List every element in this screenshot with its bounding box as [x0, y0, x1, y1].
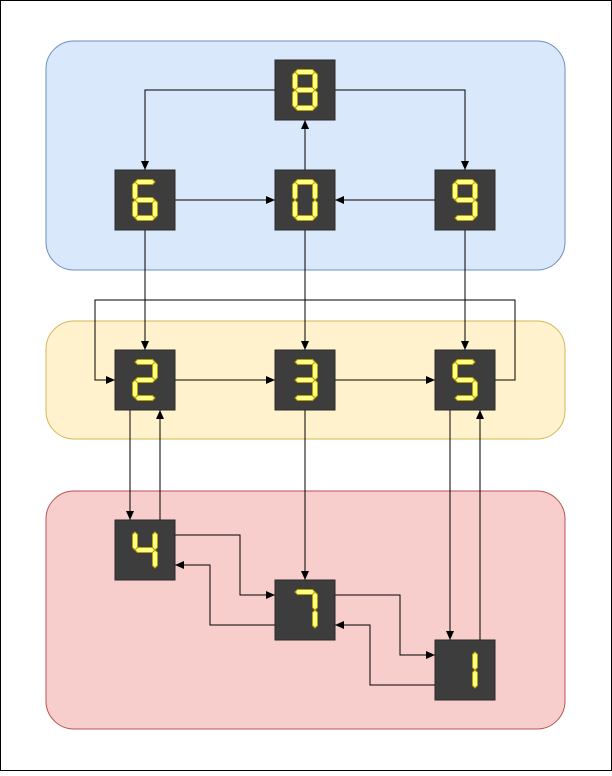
edge-1-to-7 [335, 621, 435, 686]
segment-0-c [312, 199, 318, 219]
digit-6-glyph: 6 [132, 179, 158, 221]
segment-6-c [152, 199, 158, 219]
digit-2-glyph: 2 [132, 359, 158, 401]
segment-0-e [292, 199, 298, 219]
segment-8-d [294, 105, 316, 111]
segment-5-f [452, 361, 458, 381]
edge-4-to-7 [175, 534, 275, 599]
segment-9-g [454, 197, 476, 203]
segment-9-c [472, 199, 478, 219]
node-2: 2 [114, 349, 176, 411]
node-1: 1 [434, 639, 496, 701]
digit-3-glyph: 3 [294, 359, 318, 401]
segment-4-c [152, 549, 158, 569]
segment-4-b [152, 531, 158, 551]
segment-9-a [454, 179, 476, 185]
node-6: 6 [114, 169, 176, 231]
segment-2-b [152, 361, 158, 381]
segment-5-d [454, 395, 476, 401]
segment-5-c [472, 379, 478, 399]
segment-3-g [294, 377, 316, 383]
edge-7-to-4 [175, 561, 275, 626]
segment-5-g [454, 377, 476, 383]
segment-7-a [294, 589, 316, 595]
segment-7-b [312, 591, 318, 611]
digit-1-glyph: 1 [472, 651, 478, 689]
segment-0-f [292, 181, 298, 201]
node-4: 4 [114, 519, 176, 581]
segment-1-c [472, 669, 478, 689]
node-0: 0 [274, 169, 336, 231]
segment-1-b [472, 651, 478, 671]
node-8: 8 [274, 59, 336, 121]
segment-4-g [134, 547, 156, 553]
digit-4-glyph: 4 [132, 531, 158, 569]
segment-0-d [294, 215, 316, 221]
segment-8-e [292, 89, 298, 109]
segment-6-g [134, 197, 156, 203]
segment-4-f [132, 531, 138, 551]
segment-6-d [134, 215, 156, 221]
segment-3-a [294, 359, 316, 365]
segment-9-f [452, 181, 458, 201]
segment-3-c [312, 379, 318, 399]
segment-8-c [312, 89, 318, 109]
digit-0-glyph: 0 [292, 179, 318, 221]
edge-8-to-6 [141, 89, 275, 170]
node-9: 9 [434, 169, 496, 231]
segment-9-d [454, 215, 476, 221]
segment-8-f [292, 71, 298, 91]
node-box-1 [434, 639, 496, 701]
edge-8-to-9 [335, 89, 469, 170]
segment-2-g [134, 377, 156, 383]
segment-0-a [294, 179, 316, 185]
segment-6-e [132, 199, 138, 219]
segment-6-a [134, 179, 156, 185]
edge-5-to-2 [94, 299, 516, 384]
segment-0-b [312, 181, 318, 201]
segment-8-a [294, 69, 316, 75]
digit-9-glyph: 9 [452, 179, 478, 221]
segment-7-c [312, 609, 318, 629]
node-5: 5 [434, 349, 496, 411]
node-3: 3 [274, 349, 336, 411]
segment-6-f [132, 181, 138, 201]
digit-8-glyph: 8 [292, 69, 318, 111]
node-7: 7 [274, 579, 336, 641]
node-layer: 8 6 0 9 2 3 5 4 7 1 [114, 59, 496, 701]
edge-layer [94, 89, 516, 686]
segment-3-d [294, 395, 316, 401]
segment-9-b [472, 181, 478, 201]
segment-8-b [312, 71, 318, 91]
segment-5-a [454, 359, 476, 365]
segment-2-d [134, 395, 156, 401]
segment-3-b [312, 361, 318, 381]
segment-2-a [134, 359, 156, 365]
edge-7-to-1 [335, 594, 435, 659]
digit-5-glyph: 5 [452, 359, 478, 401]
node-box-4 [114, 519, 176, 581]
segment-2-e [132, 379, 138, 399]
digit-7-glyph: 7 [294, 589, 318, 629]
segment-8-g [294, 87, 316, 93]
